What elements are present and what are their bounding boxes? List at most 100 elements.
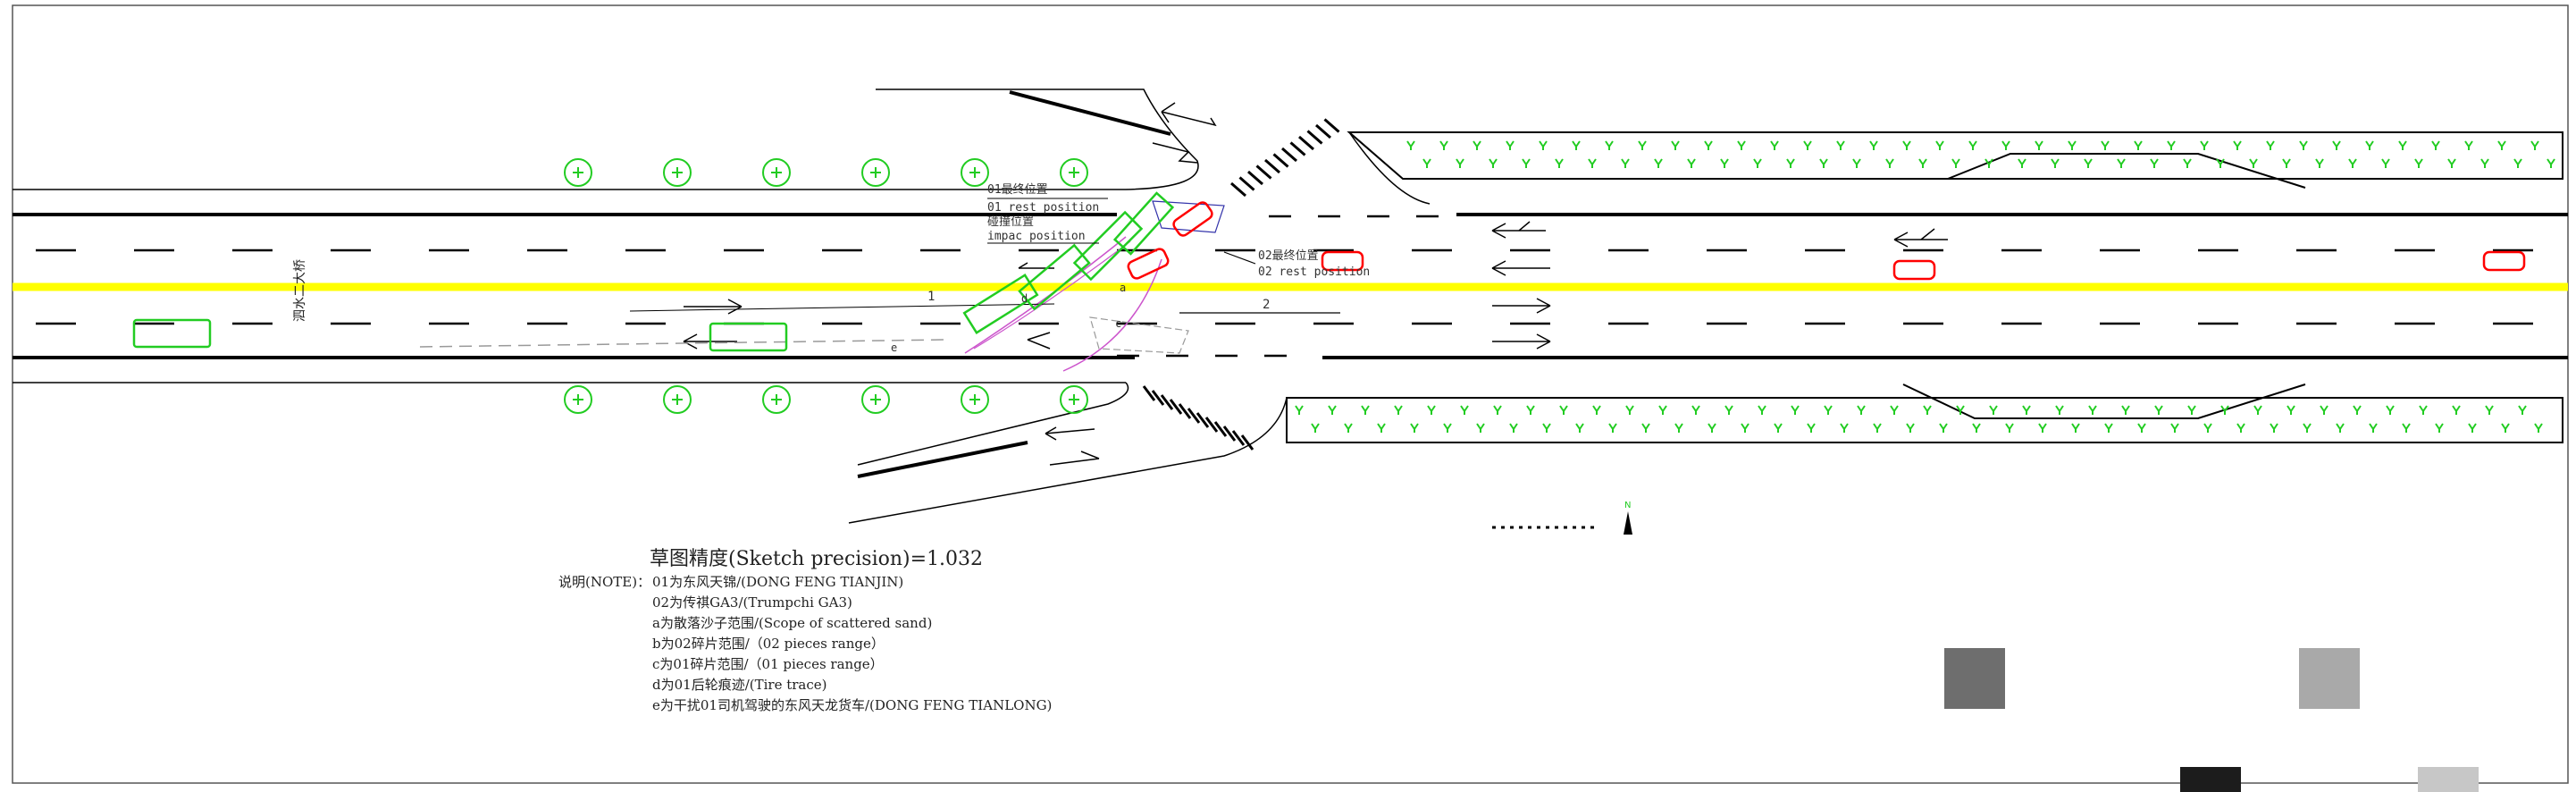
shrub-icon xyxy=(1641,423,1650,433)
lane-dashes xyxy=(36,215,2555,358)
shrub-icon xyxy=(1758,405,1766,415)
shrub-icon xyxy=(1506,140,1515,150)
shrub-icon xyxy=(2513,158,2522,168)
tree-icon xyxy=(564,158,592,187)
shrub-icon xyxy=(1559,405,1568,415)
shrub-icon xyxy=(1741,423,1749,433)
shrub-icon xyxy=(2022,405,2031,415)
shrub-icon xyxy=(2299,140,2308,150)
track-2-label: 2 xyxy=(1263,298,1270,312)
rest01-cn-label: 01最终位置 xyxy=(987,182,1048,197)
shrub-icon xyxy=(2332,140,2341,150)
shrub-icon xyxy=(1542,423,1551,433)
mark-c-label: c xyxy=(1115,317,1121,330)
shrub-icon xyxy=(2303,423,2312,433)
shrub-icon xyxy=(2320,405,2328,415)
crosswalk-north xyxy=(1230,118,1340,198)
shrub-icon xyxy=(2104,423,2113,433)
shrub-icon xyxy=(1394,405,1403,415)
note-lines: 01为东风天锦/(DONG FENG TIANJIN) 02为传祺GA3/(Tr… xyxy=(652,574,1052,713)
shrub-icon xyxy=(1972,423,1981,433)
shrub-icon xyxy=(1476,423,1485,433)
shrub-icon xyxy=(1939,423,1948,433)
shrub-icon xyxy=(2282,158,2291,168)
tree-icon xyxy=(663,158,692,187)
mark-a-label: a xyxy=(1120,282,1126,294)
shrub-icon xyxy=(1720,158,1729,168)
shrub-icon xyxy=(1638,140,1647,150)
shrub-icon xyxy=(1427,405,1436,415)
shrub-icon xyxy=(1439,140,1448,150)
position-labels: 01最终位置 01 rest position 碰撞位置 impac posit… xyxy=(891,182,1370,354)
drawing-frame xyxy=(12,4,2569,784)
tree-icon xyxy=(1060,385,1088,414)
shrub-icon xyxy=(1555,158,1564,168)
shrub-icon xyxy=(2287,405,2295,415)
lower-planter xyxy=(1286,383,2563,443)
shrub-icon xyxy=(2419,405,2428,415)
shrub-icon xyxy=(2117,158,2126,168)
shrub-icon xyxy=(1902,140,1911,150)
shrub-icon xyxy=(1588,158,1597,168)
shrub-icon xyxy=(1509,423,1518,433)
shrub-icon xyxy=(2233,140,2242,150)
shrub-icon xyxy=(1956,405,1965,415)
shrub-icon xyxy=(2369,423,2378,433)
shrub-icon xyxy=(1671,140,1680,150)
shrub-icon xyxy=(1836,140,1845,150)
tree-icon xyxy=(762,385,791,414)
gray-swatch xyxy=(1944,648,2005,709)
shrub-icon xyxy=(2051,158,2060,168)
shrub-icon xyxy=(2534,423,2543,433)
shrub-icon xyxy=(1473,140,1481,150)
note-line: b为02碎片范围/（02 pieces range） xyxy=(652,636,885,652)
shrub-icon xyxy=(1770,140,1779,150)
note-line: 01为东风天锦/(DONG FENG TIANJIN) xyxy=(652,574,903,590)
shrub-icon xyxy=(1968,140,1977,150)
shrub-icon xyxy=(1704,140,1713,150)
shrub-icon xyxy=(2035,140,2043,150)
shrub-icon xyxy=(1493,405,1502,415)
mark-d-label: d xyxy=(1021,292,1028,305)
road-edges xyxy=(13,88,2568,524)
rest01-en-label: 01 rest position xyxy=(987,201,1099,215)
note-line: e为干扰01司机驾驶的东风天龙货车/(DONG FENG TIANLONG) xyxy=(652,697,1052,713)
shrub-icon xyxy=(1344,423,1353,433)
gray-swatch xyxy=(2418,767,2479,792)
tree-icon xyxy=(762,158,791,187)
shrub-icon xyxy=(1923,405,1932,415)
shrub-icon xyxy=(1422,158,1431,168)
note-line: c为01碎片范围/（01 pieces range） xyxy=(652,656,884,672)
rest02-en-label: 02 rest position xyxy=(1258,265,1370,279)
shrub-icon xyxy=(2386,405,2395,415)
tree-icon xyxy=(961,385,989,414)
shrub-icon xyxy=(1906,423,1915,433)
shrub-icon xyxy=(2381,158,2390,168)
tree-icon xyxy=(961,158,989,187)
shrub-icon xyxy=(2154,405,2163,415)
shrub-icon xyxy=(1539,140,1548,150)
shrub-icon xyxy=(2518,405,2527,415)
shrub-icon xyxy=(2001,140,2010,150)
shrub-icon xyxy=(2200,140,2209,150)
shrub-icon xyxy=(1885,158,1894,168)
road-name: 泗水二大桥 xyxy=(293,259,307,322)
shrub-icon xyxy=(1608,423,1617,433)
note-line: 02为传祺GA3/(Trumpchi GA3) xyxy=(652,594,852,611)
tree-icon xyxy=(861,158,890,187)
shrub-icon xyxy=(2005,423,2014,433)
rest02-cn-label: 02最终位置 xyxy=(1258,249,1319,263)
shrub-icon xyxy=(1311,423,1320,433)
shrub-icon xyxy=(1658,405,1667,415)
shrub-icon xyxy=(2480,158,2489,168)
shrub-icon xyxy=(1406,140,1415,150)
shrub-icon xyxy=(2447,158,2456,168)
shrub-icon xyxy=(2485,405,2494,415)
impact-en-label: impac position xyxy=(987,230,1086,243)
shrub-icon xyxy=(1807,423,1816,433)
shrub-icon xyxy=(1873,423,1882,433)
shrub-icon xyxy=(1328,405,1337,415)
shrub-icon xyxy=(1572,140,1581,150)
shrub-icon xyxy=(2464,140,2473,150)
